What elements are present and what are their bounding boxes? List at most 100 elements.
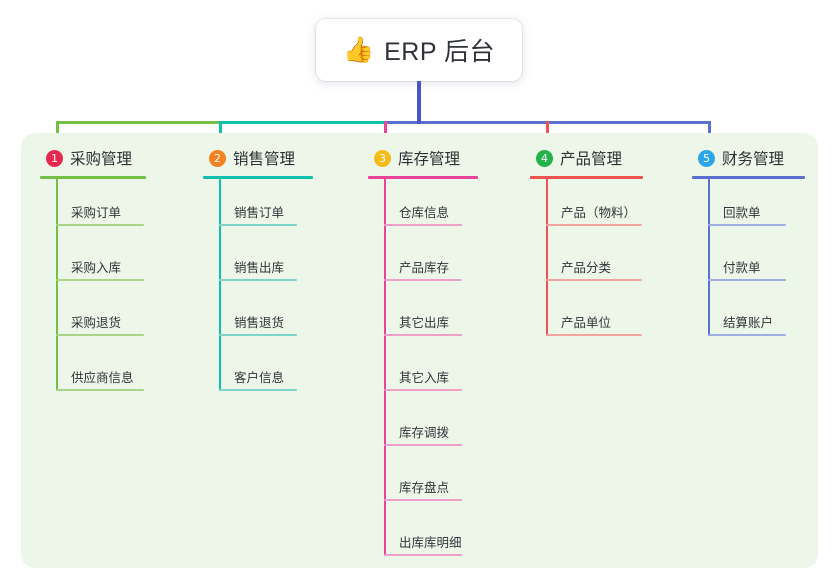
leaf-underline [56,224,144,226]
leaf-underline [708,224,786,226]
branch-header-5[interactable]: 5 财务管理 [692,146,805,170]
leaf-item[interactable]: 出库库明细 [368,509,478,564]
branch-header-1[interactable]: 1 采购管理 [40,146,146,170]
root-stem [417,81,421,124]
branch-header-4[interactable]: 4 产品管理 [530,146,643,170]
branch-column-4: 4 产品管理产品（物料） 产品分类产品单位 [530,146,643,344]
leaf-label: 销售出库 [234,261,285,275]
leaf-label: 产品库存 [399,261,450,275]
branch-title-1: 采购管理 [70,151,133,168]
branch-column-2: 2 销售管理销售订单销售出库销售退货客户信息 [203,146,313,399]
branch-underline-4 [530,176,643,179]
leaf-item[interactable]: 仓库信息 [368,179,478,234]
leaf-underline [56,389,144,391]
branch-title-2: 销售管理 [233,151,296,168]
bus-segment-teal [219,121,387,124]
branch-badge-4: 4 [536,149,553,167]
leaf-list-5: 回款单付款单结算账户 [692,179,805,344]
branch-column-1: 1 采购管理采购订单采购入库采购退货供应商信息 [40,146,146,399]
leaf-item[interactable]: 库存调拨 [368,399,478,454]
branch-badge-3: 3 [374,149,391,167]
leaf-underline [384,389,462,391]
leaf-item[interactable]: 回款单 [692,179,805,234]
leaf-item[interactable]: 库存盘点 [368,454,478,509]
branch-badge-2: 2 [209,149,226,167]
leaf-underline [219,334,297,336]
leaf-item[interactable]: 结算账户 [692,289,805,344]
leaf-label: 采购入库 [71,261,122,275]
leaf-label: 采购订单 [71,206,122,220]
leaf-item[interactable]: 客户信息 [203,344,313,399]
leaf-item[interactable]: 付款单 [692,234,805,289]
branch-trunk-5 [708,179,710,336]
branch-trunk-1 [56,179,58,391]
leaf-label: 产品单位 [561,316,612,330]
leaf-underline [546,224,642,226]
leaf-underline [219,224,297,226]
leaf-label: 销售退货 [234,316,285,330]
leaf-item[interactable]: 采购订单 [40,179,146,234]
branch-title-5: 财务管理 [722,151,785,168]
root-title: ERP 后台 [384,38,496,66]
leaf-item[interactable]: 产品库存 [368,234,478,289]
leaf-item[interactable]: 销售订单 [203,179,313,234]
leaf-label: 客户信息 [234,371,285,385]
leaf-underline [384,224,462,226]
leaf-list-2: 销售订单销售出库销售退货客户信息 [203,179,313,399]
branch-title-4: 产品管理 [560,151,623,168]
leaf-list-3: 仓库信息产品库存其它出库其它入库库存调拨库存盘点出库库明细 [368,179,478,564]
leaf-item[interactable]: 采购入库 [40,234,146,289]
branch-underline-1 [40,176,146,179]
bus-segment-green [56,121,222,124]
leaf-item[interactable]: 其它入库 [368,344,478,399]
leaf-label: 库存盘点 [399,481,450,495]
branch-underline-3 [368,176,478,179]
leaf-label: 产品分类 [561,261,612,275]
leaf-underline [546,334,642,336]
leaf-label: 其它入库 [399,371,450,385]
leaf-underline [384,279,462,281]
thumbs-up-icon: 👍 [342,35,375,64]
leaf-item[interactable]: 销售出库 [203,234,313,289]
branch-trunk-3 [384,179,386,556]
branch-badge-1: 1 [46,149,63,167]
leaf-item[interactable]: 产品分类 [530,234,643,289]
leaf-item[interactable]: 产品单位 [530,289,643,344]
leaf-label: 采购退货 [71,316,122,330]
leaf-item[interactable]: 供应商信息 [40,344,146,399]
leaf-label: 回款单 [723,206,761,220]
branch-column-3: 3 库存管理仓库信息产品库存其它出库其它入库库存调拨库存盘点出库库明细 [368,146,478,564]
branch-trunk-4 [546,179,548,336]
leaf-label: 供应商信息 [71,371,134,385]
leaf-item[interactable]: 销售退货 [203,289,313,344]
leaf-label: 库存调拨 [399,426,450,440]
leaf-underline [56,279,144,281]
branch-title-3: 库存管理 [398,151,461,168]
branch-column-5: 5 财务管理回款单付款单结算账户 [692,146,805,344]
leaf-underline [219,389,297,391]
leaf-item[interactable]: 采购退货 [40,289,146,344]
leaf-label: 付款单 [723,261,761,275]
branch-header-2[interactable]: 2 销售管理 [203,146,313,170]
leaf-underline [708,334,786,336]
leaf-label: 仓库信息 [399,206,450,220]
leaf-underline [219,279,297,281]
branch-underline-2 [203,176,313,179]
leaf-underline [384,554,462,556]
leaf-underline [546,279,642,281]
leaf-label: 其它出库 [399,316,450,330]
root-node[interactable]: 👍 ERP 后台 [316,19,522,81]
branch-header-3[interactable]: 3 库存管理 [368,146,478,170]
leaf-label: 销售订单 [234,206,285,220]
branches-panel [21,133,818,568]
leaf-underline [708,279,786,281]
leaf-item[interactable]: 产品（物料） [530,179,643,234]
branch-trunk-2 [219,179,221,391]
leaf-list-4: 产品（物料） 产品分类产品单位 [530,179,643,344]
leaf-underline [384,444,462,446]
branch-badge-5: 5 [698,149,715,167]
leaf-label: 结算账户 [723,316,774,330]
leaf-underline [384,499,462,501]
leaf-item[interactable]: 其它出库 [368,289,478,344]
